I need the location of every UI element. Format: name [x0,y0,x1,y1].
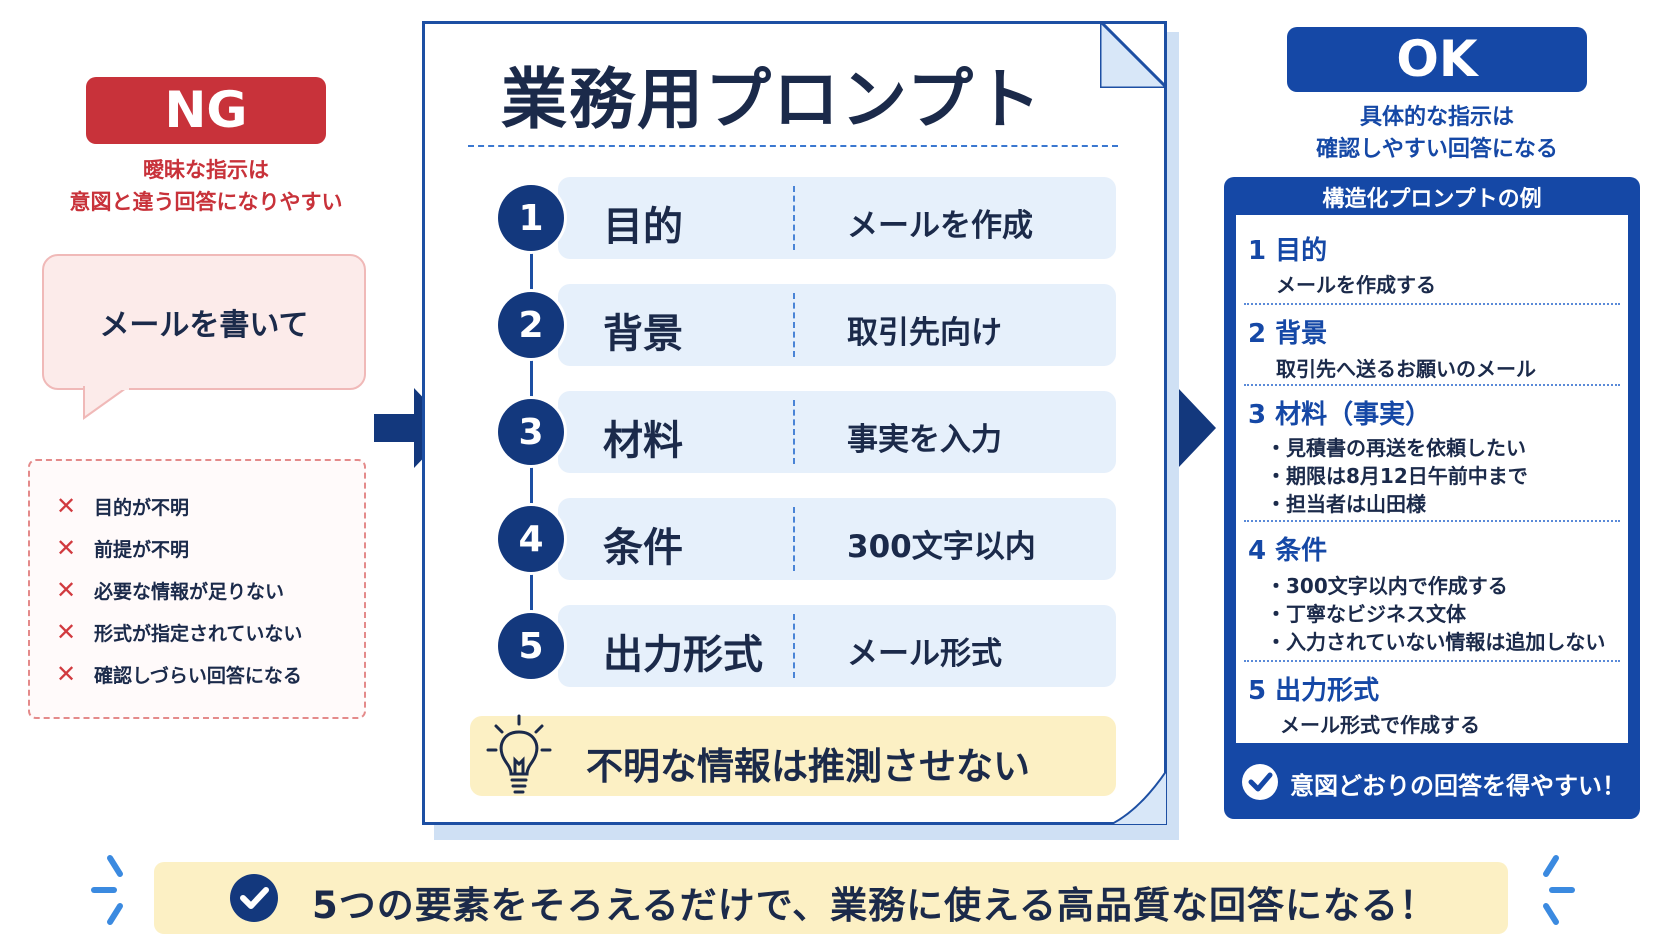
ng-badge: NG [86,77,326,144]
prompt-row [558,177,1116,259]
summary-text: 5つの要素をそろえるだけで、業務に使える高品質な回答になる！ [312,884,1438,927]
sparkle-icon [1543,855,1575,925]
vague-prompt-bubble: メールを書いて [42,254,366,390]
example-section-heading: 2 背景 [1248,319,1328,349]
cross-icon: ✕ [56,660,77,688]
divider [793,186,795,250]
step-value: メール形式 [847,636,1002,672]
divider [793,400,795,464]
check-circle-icon [1242,764,1278,800]
divider [1244,520,1620,522]
list-item: ✕ 必要な情報が足りない [56,575,284,605]
example-card-footer: 意図どおりの回答を得やすい！ [1290,772,1626,800]
ng-issue-text: 前提が不明 [94,538,190,561]
tip-box [470,716,1116,796]
step-value: メールを作成 [847,208,1033,244]
example-bullet: ・期限は8月12日午前中まで [1266,464,1528,488]
example-section-text: メール形式で作成する [1280,713,1480,737]
page-fold-icon [1100,21,1167,88]
list-item: ✕ 確認しづらい回答になる [56,659,302,689]
example-section-heading: 5 出力形式 [1248,676,1380,706]
example-bullet: ・300文字以内で作成する [1266,574,1508,598]
step-number-badge: 3 [498,399,564,465]
prompt-row [558,605,1116,687]
cross-icon: ✕ [56,492,77,520]
step-label: 材料 [603,418,683,464]
divider [793,614,795,678]
lightbulb-icon [486,714,552,794]
ng-caption: 曖昧な指示は 意図と違う回答になりやすい [40,154,372,218]
ok-caption: 具体的な指示は 確認しやすい回答になる [1287,102,1587,166]
ok-badge: OK [1287,27,1587,92]
step-label: 目的 [603,204,683,250]
ng-issue-text: 目的が不明 [94,496,190,519]
list-item: ✕ 形式が指定されていない [56,617,302,647]
step-number-badge: 1 [498,185,564,251]
step-value: 事実を入力 [847,422,1002,458]
example-section-text: 取引先へ送るお願いのメール [1276,357,1536,381]
list-item: ✕ 前提が不明 [56,533,189,563]
list-item: ✕ 目的が不明 [56,491,189,521]
page-curl-icon [1109,770,1167,825]
ng-issue-text: 形式が指定されていない [94,622,303,645]
ng-caption-line1: 曖昧な指示は [143,158,269,182]
example-bullet: ・担当者は山田様 [1266,492,1426,516]
ok-caption-line2: 確認しやすい回答になる [1316,137,1558,162]
ok-caption-line1: 具体的な指示は [1359,105,1514,130]
step-number-badge: 5 [498,613,564,679]
step-label: 背景 [603,311,683,357]
example-section-heading: 1 目的 [1248,236,1328,266]
ng-issue-text: 確認しづらい回答になる [94,664,302,687]
divider [1244,303,1620,305]
divider [1244,660,1620,662]
cross-icon: ✕ [56,618,77,646]
step-value: 300文字以内 [847,529,1036,565]
example-section-heading: 3 材料（事実） [1248,400,1432,430]
example-bullet: ・見積書の再送を依頼したい [1266,436,1526,460]
page-title: 業務用プロンプト [500,61,1044,138]
ng-issue-list: ✕ 目的が不明 ✕ 前提が不明 ✕ 必要な情報が足りない ✕ 形式が指定されてい… [28,459,366,719]
step-label: 出力形式 [603,632,763,678]
vague-prompt-text: メールを書いて [99,308,309,343]
prompt-row [558,391,1116,473]
cross-icon: ✕ [56,534,77,562]
step-number-badge: 2 [498,292,564,358]
cross-icon: ✕ [56,576,77,604]
tip-text: 不明な情報は推測させない [586,745,1030,788]
example-bullet: ・入力されていない情報は追加しない [1266,630,1606,654]
prompt-row [558,498,1116,580]
divider [468,145,1118,147]
example-bullet: ・丁寧なビジネス文体 [1266,602,1466,626]
speech-bubble-tail-icon [83,386,129,420]
step-number-badge: 4 [498,506,564,572]
example-section-text: メールを作成する [1276,273,1436,297]
example-card-title: 構造化プロンプトの例 [1322,187,1542,212]
example-section-heading: 4 条件 [1248,536,1328,566]
step-value: 取引先向け [847,315,1002,351]
divider [793,293,795,357]
ng-issue-text: 必要な情報が足りない [94,580,285,603]
check-circle-icon [230,874,278,922]
ng-caption-line2: 意図と違う回答になりやすい [69,190,343,214]
summary-banner [154,862,1508,934]
sparkle-icon [91,855,123,925]
divider [793,507,795,571]
divider [1244,384,1620,386]
prompt-row [558,284,1116,366]
step-label: 条件 [603,525,683,571]
